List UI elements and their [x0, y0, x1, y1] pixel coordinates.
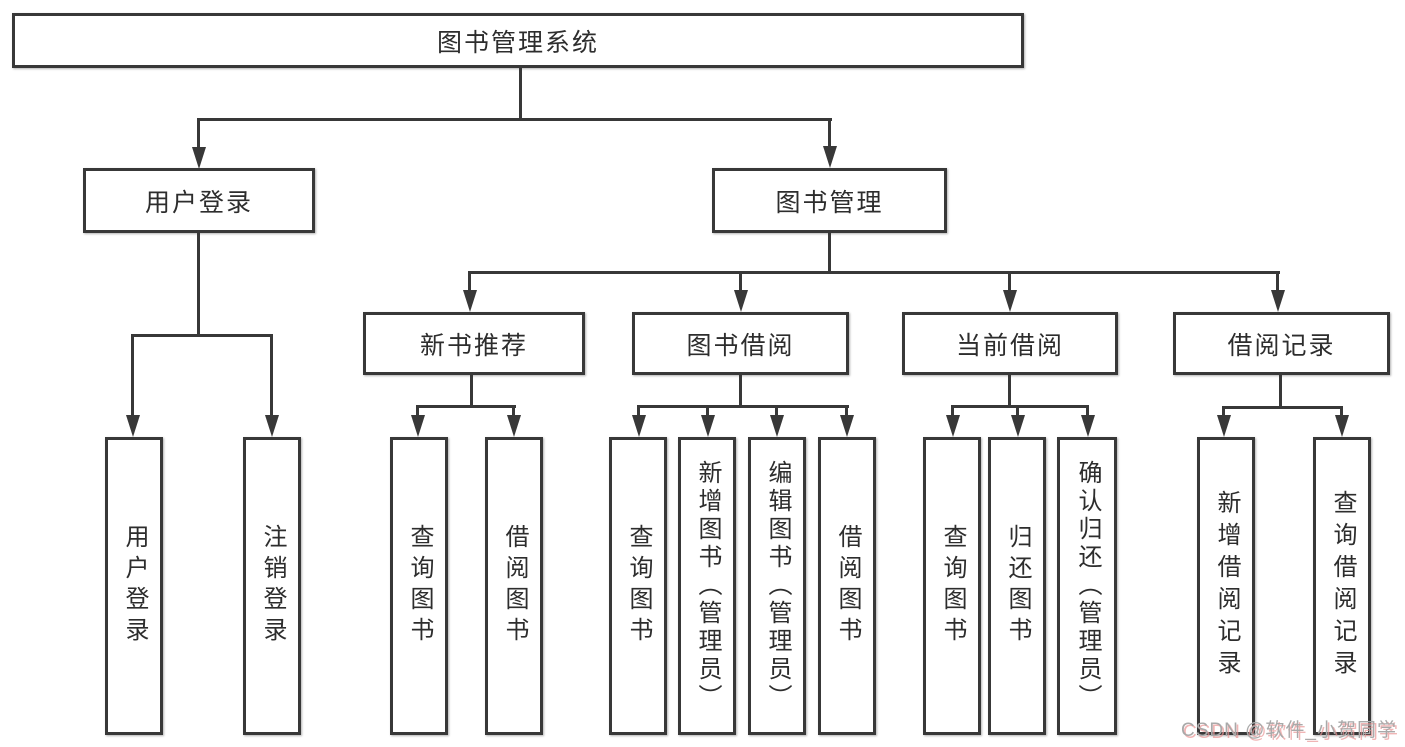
leaf-label: 确认归还（管理员） — [1074, 460, 1101, 712]
leaf-label: 注销登录 — [259, 524, 286, 648]
connector-drop-line — [637, 405, 640, 419]
arrow-down-icon — [734, 290, 748, 312]
arrow-down-icon — [1217, 415, 1231, 437]
connector-userlogin-stub — [197, 233, 200, 336]
leaf-edit-books-admin: 编辑图书（管理员） — [748, 437, 806, 735]
arrow-down-icon — [192, 147, 206, 169]
leaf-logout: 注销登录 — [243, 437, 301, 735]
leaf-confirm-return-admin: 确认归还（管理员） — [1057, 437, 1117, 735]
arrow-down-icon — [823, 146, 837, 168]
leaf-query-borrow-record: 查询借阅记录 — [1313, 437, 1371, 735]
leaf-borrow-books-recommend: 借阅图书 — [485, 437, 543, 735]
connector-drop-line — [1276, 271, 1279, 293]
connector-drop-line — [951, 405, 954, 419]
connector-root-bar — [197, 118, 832, 121]
leaf-label: 查询图书 — [406, 524, 433, 648]
arrow-down-icon — [1271, 290, 1285, 312]
connector-borrow-bar — [637, 405, 849, 408]
node-new-book-recommend: 新书推荐 — [363, 312, 585, 375]
leaf-borrow-books: 借阅图书 — [818, 437, 876, 735]
arrow-down-icon — [1011, 415, 1025, 437]
connector-drop-line — [270, 334, 273, 418]
connector-drop-line — [416, 405, 419, 419]
leaf-label: 新增图书（管理员） — [694, 460, 721, 712]
connector-userlogin-bar — [131, 334, 273, 337]
node-current-borrow: 当前借阅 — [902, 312, 1118, 375]
arrow-down-icon — [1003, 290, 1017, 312]
connector-root-stub — [519, 68, 522, 120]
connector-drop-line — [775, 405, 778, 419]
arrow-down-icon — [126, 415, 140, 437]
arrow-down-icon — [1081, 415, 1095, 437]
leaf-label: 归还图书 — [1004, 524, 1031, 648]
connector-records-stub — [1279, 375, 1282, 408]
leaf-label: 借阅图书 — [501, 524, 528, 648]
node-user-login: 用户登录 — [83, 168, 315, 233]
leaf-label: 新增借阅记录 — [1213, 490, 1240, 682]
node-borrow-records: 借阅记录 — [1173, 312, 1390, 375]
leaf-add-books-admin: 新增图书（管理员） — [678, 437, 736, 735]
arrow-down-icon — [411, 415, 425, 437]
leaf-label: 查询借阅记录 — [1329, 490, 1356, 682]
connector-drop-line — [1016, 405, 1019, 419]
connector-current-stub — [1008, 374, 1011, 407]
arrow-down-icon — [946, 415, 960, 437]
leaf-label: 查询图书 — [625, 524, 652, 648]
arrow-down-icon — [463, 290, 477, 312]
arrow-down-icon — [265, 415, 279, 437]
connector-bookmgmt-bar — [468, 271, 1280, 274]
leaf-label: 用户登录 — [121, 524, 148, 648]
leaf-return-books: 归还图书 — [988, 437, 1046, 735]
connector-drop-line — [1340, 406, 1343, 419]
leaf-query-books-borrow: 查询图书 — [609, 437, 667, 735]
connector-drop-line — [845, 405, 848, 419]
leaf-query-books-current: 查询图书 — [923, 437, 981, 735]
arrow-down-icon — [840, 415, 854, 437]
arrow-down-icon — [770, 415, 784, 437]
arrow-down-icon — [1335, 415, 1349, 437]
connector-records-bar — [1222, 406, 1343, 409]
connector-current-bar — [951, 405, 1089, 408]
node-book-borrow: 图书借阅 — [632, 312, 849, 375]
connector-drop-line — [1008, 271, 1011, 293]
connector-recommend-stub — [470, 375, 473, 407]
watermark: CSDN @软件_小贺同学 — [1181, 720, 1397, 741]
connector-drop-line — [828, 118, 831, 150]
connector-bookmgmt-stub — [828, 233, 831, 273]
arrow-down-icon — [507, 415, 521, 437]
node-library-system: 图书管理系统 — [12, 13, 1024, 68]
connector-drop-line — [1086, 405, 1089, 419]
leaf-label: 查询图书 — [939, 524, 966, 648]
connector-recommend-bar — [416, 405, 516, 408]
node-book-management: 图书管理 — [712, 168, 947, 233]
leaf-label: 编辑图书（管理员） — [764, 460, 791, 712]
connector-drop-line — [131, 334, 134, 418]
connector-borrow-stub — [739, 374, 742, 407]
leaf-label: 借阅图书 — [834, 524, 861, 648]
connector-drop-line — [512, 405, 515, 419]
connector-drop-line — [706, 405, 709, 419]
connector-drop-line — [739, 271, 742, 293]
leaf-user-login: 用户登录 — [105, 437, 163, 735]
connector-drop-line — [1222, 406, 1225, 419]
connector-drop-line — [468, 271, 471, 293]
leaf-add-borrow-record: 新增借阅记录 — [1197, 437, 1255, 735]
arrow-down-icon — [701, 415, 715, 437]
arrow-down-icon — [632, 415, 646, 437]
connector-drop-line — [197, 118, 200, 150]
leaf-query-books-recommend: 查询图书 — [390, 437, 448, 735]
